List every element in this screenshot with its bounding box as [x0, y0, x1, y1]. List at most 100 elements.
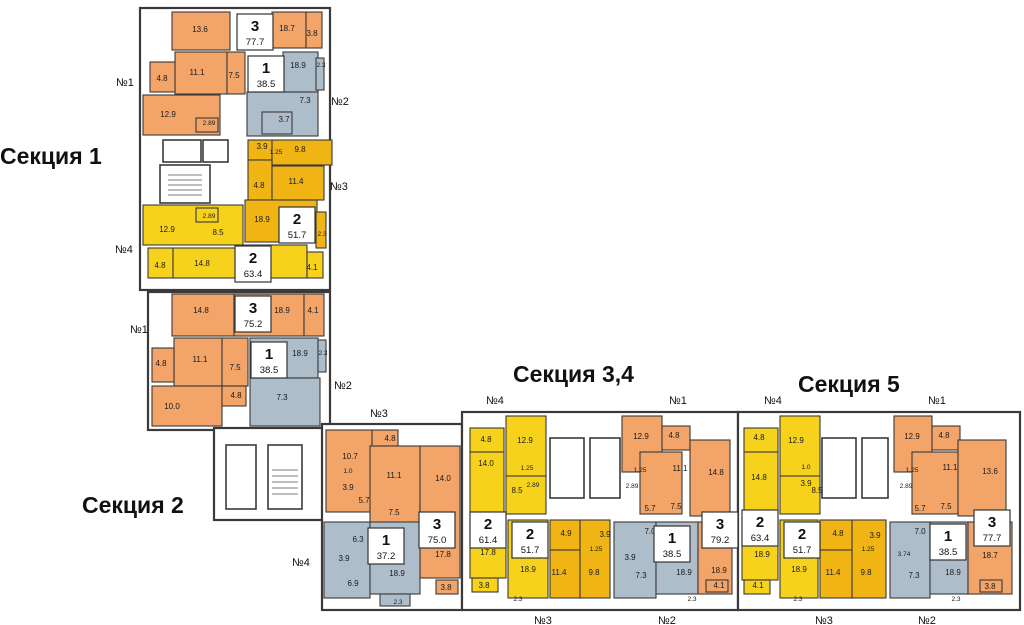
apartment-total-area: 75.0 — [428, 535, 447, 546]
apartment-badge-box — [247, 55, 285, 93]
apartment-rooms-count: 1 — [944, 528, 952, 545]
apartment-rooms-count: 3 — [249, 300, 257, 317]
apartment-total-area: 51.7 — [521, 545, 540, 556]
room-area-label: 11.1 — [190, 68, 206, 77]
room-area-label: 4.9 — [560, 529, 572, 538]
apartment-total-area: 75.2 — [244, 319, 263, 330]
apartment-rooms-count: 2 — [484, 516, 492, 533]
room-area-label: 4.8 — [832, 529, 844, 538]
room-area-label: 3.8 — [440, 583, 452, 592]
room-area-label: 4.1 — [306, 263, 318, 272]
room-area-label: 18.9 — [754, 550, 770, 559]
room-area-label: 7.3 — [635, 571, 647, 580]
apartment-badge-box — [236, 13, 274, 51]
apartment-total-area: 63.4 — [244, 269, 263, 280]
room-area-label: 2.3 — [687, 596, 696, 603]
room-area-label: 1.25 — [906, 467, 919, 474]
apartment-rooms-count: 2 — [293, 211, 301, 228]
apartment-badge-box — [367, 527, 405, 565]
room-area-label: 14.8 — [194, 259, 210, 268]
room-area-label: 9.8 — [294, 145, 306, 154]
room-area-label: 4.8 — [668, 431, 680, 440]
room-area-label: 2.89 — [203, 120, 216, 127]
apartment-badge-box — [653, 525, 691, 563]
apt-label-n1: №1 — [928, 395, 946, 407]
apartment-total-area: 38.5 — [663, 549, 682, 560]
apt-label-n2: №2 — [331, 96, 349, 108]
room-area-label: 1.25 — [270, 149, 283, 156]
room-area-label: 18.9 — [290, 61, 306, 70]
room-area-label: 2.3 — [393, 599, 402, 606]
apartment-badge-box — [973, 509, 1011, 547]
room-area-label: 17.8 — [435, 550, 451, 559]
room-area-label: 2.89 — [900, 483, 913, 490]
room-area-label: 11.4 — [552, 568, 568, 577]
room-area-label: 18.9 — [945, 568, 961, 577]
apartment-badge: 138.5 — [929, 523, 967, 561]
room-area-label: 18.9 — [292, 349, 308, 358]
room-area-label: 4.8 — [753, 433, 765, 442]
room-area-label: 2.89 — [203, 213, 216, 220]
room-area-label: 4.1 — [307, 306, 319, 315]
apt-label-n4: №4 — [764, 395, 782, 407]
room-area-label: 12.9 — [633, 432, 649, 441]
room-area-label: 17.8 — [480, 548, 496, 557]
apartment-badge: 138.5 — [250, 341, 288, 379]
room-area-label: 2.3 — [318, 350, 327, 357]
apartment-rooms-count: 3 — [433, 516, 441, 533]
room-area-label: 4.8 — [156, 74, 168, 83]
room-area-label: 2.3 — [513, 596, 522, 603]
room-area-label: 6.9 — [347, 579, 359, 588]
room-area-label: 1.25 — [590, 546, 603, 553]
room-area-label: 2.3 — [793, 596, 802, 603]
room-area-label: 6.3 — [352, 535, 364, 544]
apartment-badge: 251.7 — [278, 206, 316, 244]
apartment-total-area: 77.7 — [246, 37, 265, 48]
apartment-badge: 379.2 — [701, 511, 739, 549]
room-area-label: 3.9 — [800, 479, 812, 488]
room-area-label: 3.9 — [869, 531, 881, 540]
apt-label-n4: №4 — [292, 557, 310, 569]
apartment-total-area: 61.4 — [479, 535, 498, 546]
apartment-badge-box — [250, 341, 288, 379]
apartment-total-area: 37.2 — [377, 551, 396, 562]
room-area-label: 18.9 — [389, 569, 405, 578]
apartment-badge-box — [418, 511, 456, 549]
room-area-label: 12.9 — [517, 436, 533, 445]
apartment-rooms-count: 1 — [265, 346, 273, 363]
apartment-rooms-count: 1 — [262, 60, 270, 77]
apt-label-n3: №3 — [815, 615, 833, 625]
apt-label-n3: №3 — [330, 181, 348, 193]
apartment-total-area: 38.5 — [260, 365, 279, 376]
apartment-badges: 377.7138.5251.7263.4375.2138.5137.2375.0… — [234, 13, 1011, 565]
room-area-label: 5.7 — [914, 504, 926, 513]
room-area-label: 4.8 — [938, 431, 950, 440]
apartment-badge-box — [701, 511, 739, 549]
room-area-label: 9.8 — [588, 568, 600, 577]
room-area-label: 1.0 — [801, 464, 810, 471]
room-area-label: 4.8 — [155, 359, 167, 368]
room-area-label: 3.9 — [256, 142, 268, 151]
room-area-label: 18.7 — [982, 551, 998, 560]
apartment-badge: 251.7 — [511, 521, 549, 559]
room-area-label: 12.9 — [788, 436, 804, 445]
room-area-label: 14.0 — [478, 459, 494, 468]
apartment-rooms-count: 3 — [251, 18, 259, 35]
apartment-total-area: 51.7 — [793, 545, 812, 556]
room-area-label: 2.89 — [626, 483, 639, 490]
apartment-badge: 261.4 — [469, 511, 507, 549]
room-area-label: 7.3 — [276, 393, 288, 402]
apt-label-n3: №3 — [534, 615, 552, 625]
apt-label-n2: №2 — [918, 615, 936, 625]
room-area-label: 13.6 — [192, 25, 208, 34]
room-area-label: 8.5 — [811, 486, 823, 495]
room-area-label: 11.4 — [826, 568, 842, 577]
apartment-badge-box — [234, 295, 272, 333]
room-area-label: 3.7 — [278, 115, 290, 124]
apartment-badge-box — [278, 206, 316, 244]
section-1-stairs — [168, 174, 202, 196]
room-area-label: 18.9 — [711, 566, 727, 575]
room-area-label: 1.25 — [862, 546, 875, 553]
room-area-label: 7.3 — [299, 96, 311, 105]
